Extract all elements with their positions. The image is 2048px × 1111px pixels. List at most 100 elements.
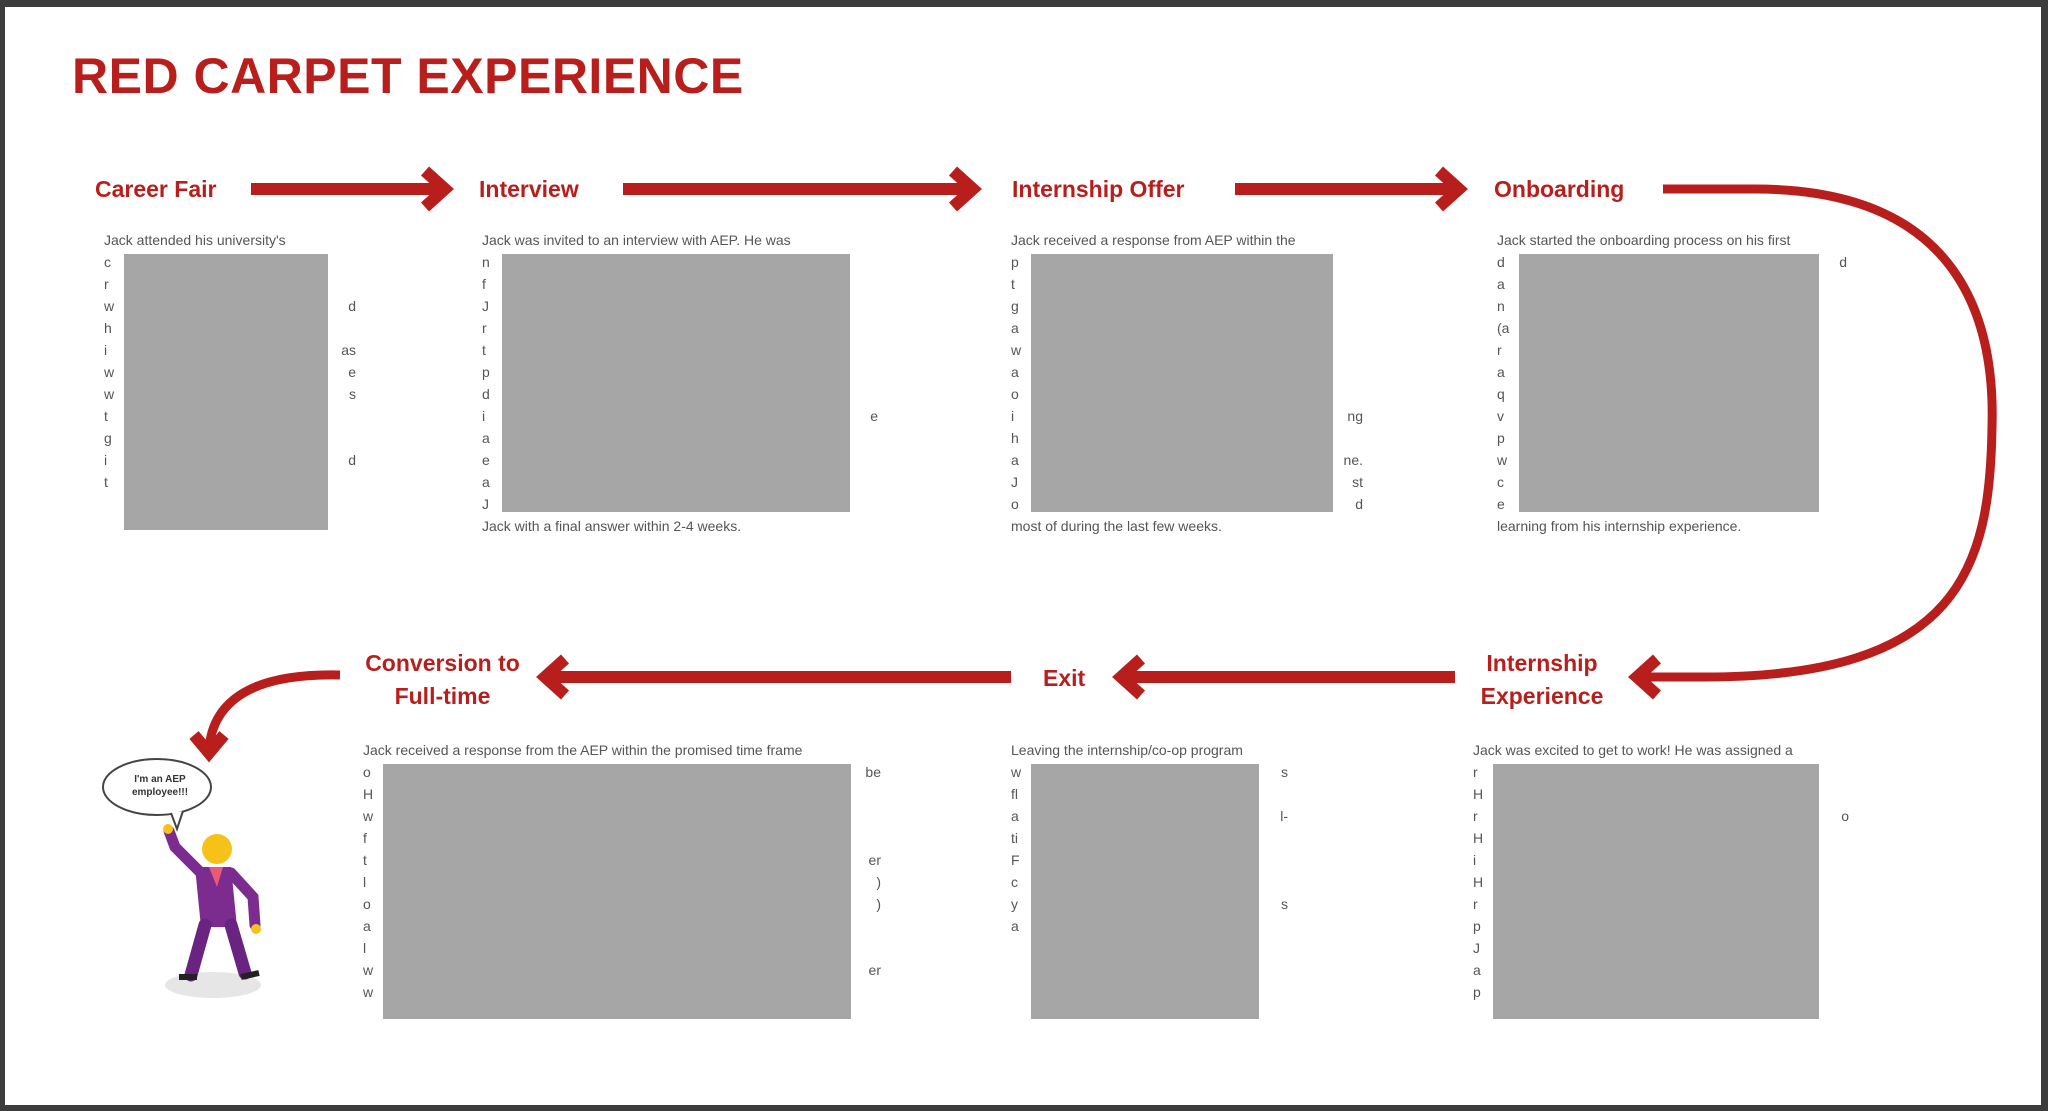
line-start-text: Jack with a final answer within 2-4 week… [482,518,742,534]
line-end-text: er [868,962,881,978]
line-start-text: o [363,764,371,780]
text-line: Jack with a final answer within 2-4 week… [482,515,878,537]
line-start-text: t [363,852,367,868]
arrow-head-icon [536,654,570,700]
line-start-text: g [104,430,112,446]
text-line: g [1011,295,1363,317]
text-line: t [1011,273,1363,295]
text-line: Leaving the internship/co-op program [1011,739,1288,761]
line-start-text: w [1011,342,1022,358]
line-start-text: i [104,342,108,358]
line-start-text: H [1473,874,1484,890]
arrow-head-icon [1434,166,1468,212]
line-start-text: p [1473,918,1481,934]
text-line: Jack received a response from AEP within… [1011,229,1363,251]
line-start-text: h [104,320,112,336]
line-end-text: st [1352,474,1363,490]
text-line: e [482,449,878,471]
line-start-text: a [1497,364,1505,380]
stage-label-internship-offer: Internship Offer [1012,176,1185,202]
line-start-text: n [482,254,490,270]
line-end-text: as [341,342,356,358]
line-start-text: r [1473,896,1478,912]
line-start-text: a [363,918,371,934]
line-start-text: p [1473,984,1481,1000]
line-start-text: d [1497,254,1505,270]
line-start-text: Leaving the internship/co-op program [1011,742,1243,758]
line-start-text: a [1473,962,1481,978]
line-end-text: be [865,764,881,780]
line-start-text: t [104,474,108,490]
line-start-text: h [1011,430,1019,446]
text-line: H [1473,827,1849,849]
line-start-text: a [1011,452,1019,468]
text-line: w [1497,449,1847,471]
line-start-text: r [482,320,487,336]
line-end-text: ng [1347,408,1363,424]
arrow-head-icon [1112,654,1146,700]
line-start-text: t [482,342,486,358]
line-start-text: w [363,808,374,824]
line-start-text: c [104,254,111,270]
stage-description-interview: Jack was invited to an interview with AE… [482,229,878,537]
text-line: h [104,317,356,339]
stage-label-conversion: Conversion to Full-time [365,650,520,709]
text-line: r [104,273,356,295]
text-line: v [1497,405,1847,427]
text-line: p [482,361,878,383]
text-line: i [1473,849,1849,871]
stage-label-interview: Interview [479,176,579,202]
line-start-text: H [1473,830,1484,846]
line-start-text: J [1011,474,1018,490]
line-end-text: e [870,408,878,424]
line-end-text: d [1839,254,1847,270]
line-start-text: n [1497,298,1505,314]
text-line: f [482,273,878,295]
redaction-box [1519,254,1819,512]
text-line: ti [1011,827,1288,849]
stage-description-conversion: Jack received a response from the AEP wi… [363,739,881,1003]
text-line: c [1497,471,1847,493]
line-start-text: r [1497,342,1502,358]
line-end-text: er [868,852,881,868]
text-line: a [482,427,878,449]
text-line: o) [363,893,881,915]
text-line: a [482,471,878,493]
line-start-text: q [1497,386,1505,402]
text-line: r [1473,893,1849,915]
text-line: c [1011,871,1288,893]
line-start-text: Jack started the onboarding process on h… [1497,232,1791,248]
line-start-text: i [482,408,486,424]
text-line: d [482,383,878,405]
line-start-text: i [1473,852,1477,868]
stage-label-career-fair: Career Fair [95,176,217,202]
text-line: Jack attended his university's [104,229,356,251]
line-start-text: t [1011,276,1015,292]
line-start-text: t [104,408,108,424]
text-line: g [104,427,356,449]
line-start-text: o [1011,386,1019,402]
text-line: fl [1011,783,1288,805]
stage-description-onboarding: Jack started the onboarding process on h… [1497,229,1847,537]
text-line: F [1011,849,1288,871]
text-line: n [482,251,878,273]
text-line: h [1011,427,1363,449]
line-start-text: J [482,496,489,512]
line-start-text: i [104,452,108,468]
text-line: l) [363,871,881,893]
text-line: learning from his internship experience. [1497,515,1847,537]
text-line: w [1011,339,1363,361]
slide: RED CARPET EXPERIENCE [5,7,2041,1105]
text-line: a [363,915,881,937]
line-start-text: a [1011,808,1019,824]
text-line: e [1497,493,1847,515]
